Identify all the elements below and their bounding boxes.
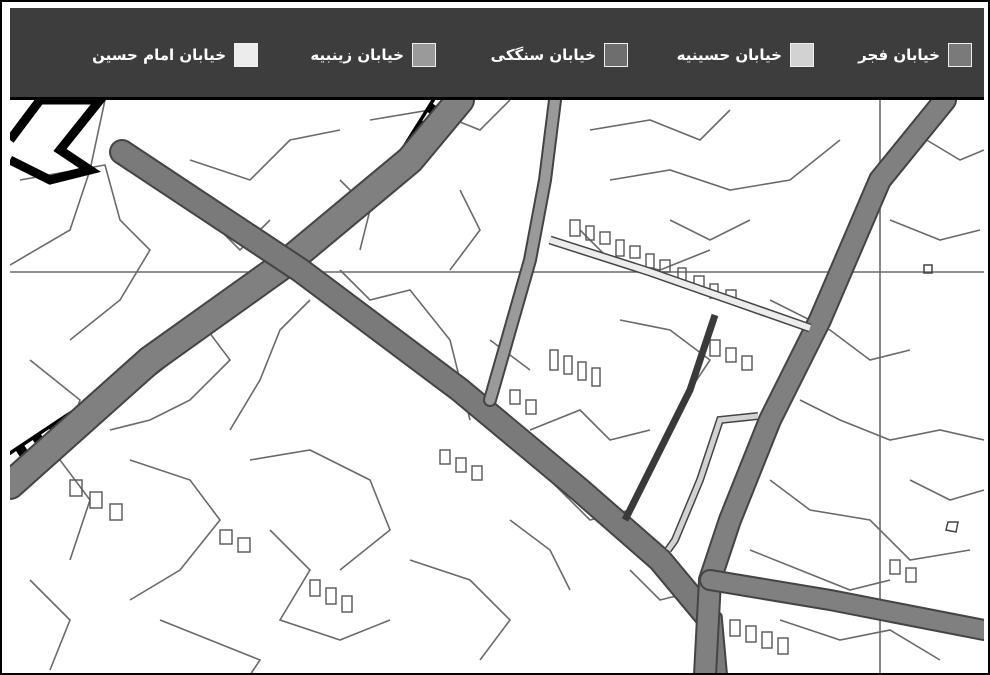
- railway-line: [10, 100, 447, 467]
- legend-swatch-fajr: [948, 43, 972, 67]
- street-imam-hossein-fill: [549, 237, 811, 331]
- street-map: [10, 100, 984, 673]
- landmark-outline: [10, 100, 106, 185]
- legend-label-imam-hossein: خیابان امام حسین: [92, 46, 226, 64]
- legend-label-hosseinieh: خیابان حسینیه: [676, 46, 782, 64]
- legend-swatch-hosseinieh: [790, 43, 814, 67]
- legend-swatch-sangaki: [604, 43, 628, 67]
- legend-item-zeinabieh: خیابان زینبیه: [310, 42, 436, 68]
- legend-label-fajr: خیابان فجر: [858, 46, 940, 64]
- legend-item-imam-hossein: خیابان امام حسین: [92, 42, 258, 68]
- legend-item-sangaki: خیابان سنگکی: [491, 42, 628, 68]
- legend-item-fajr: خیابان فجر: [858, 42, 972, 68]
- map-legend: خیابان فجر خیابان حسینیه خیابان سنگکی خی…: [10, 8, 984, 100]
- map-marker: [945, 521, 959, 533]
- legend-swatch-imam-hossein: [234, 43, 258, 67]
- parcel-lines: [10, 100, 984, 673]
- legend-item-hosseinieh: خیابان حسینیه: [677, 42, 814, 68]
- legend-label-sangaki: خیابان سنگکی: [490, 46, 596, 64]
- main-roads: [10, 100, 984, 673]
- legend-label-zeinabieh: خیابان زینبیه: [310, 46, 404, 64]
- street-sangaki: [621, 313, 719, 522]
- legend-swatch-zeinabieh: [412, 43, 436, 67]
- street-hosseinieh-fill: [665, 413, 759, 552]
- map-marker-square: [923, 264, 933, 274]
